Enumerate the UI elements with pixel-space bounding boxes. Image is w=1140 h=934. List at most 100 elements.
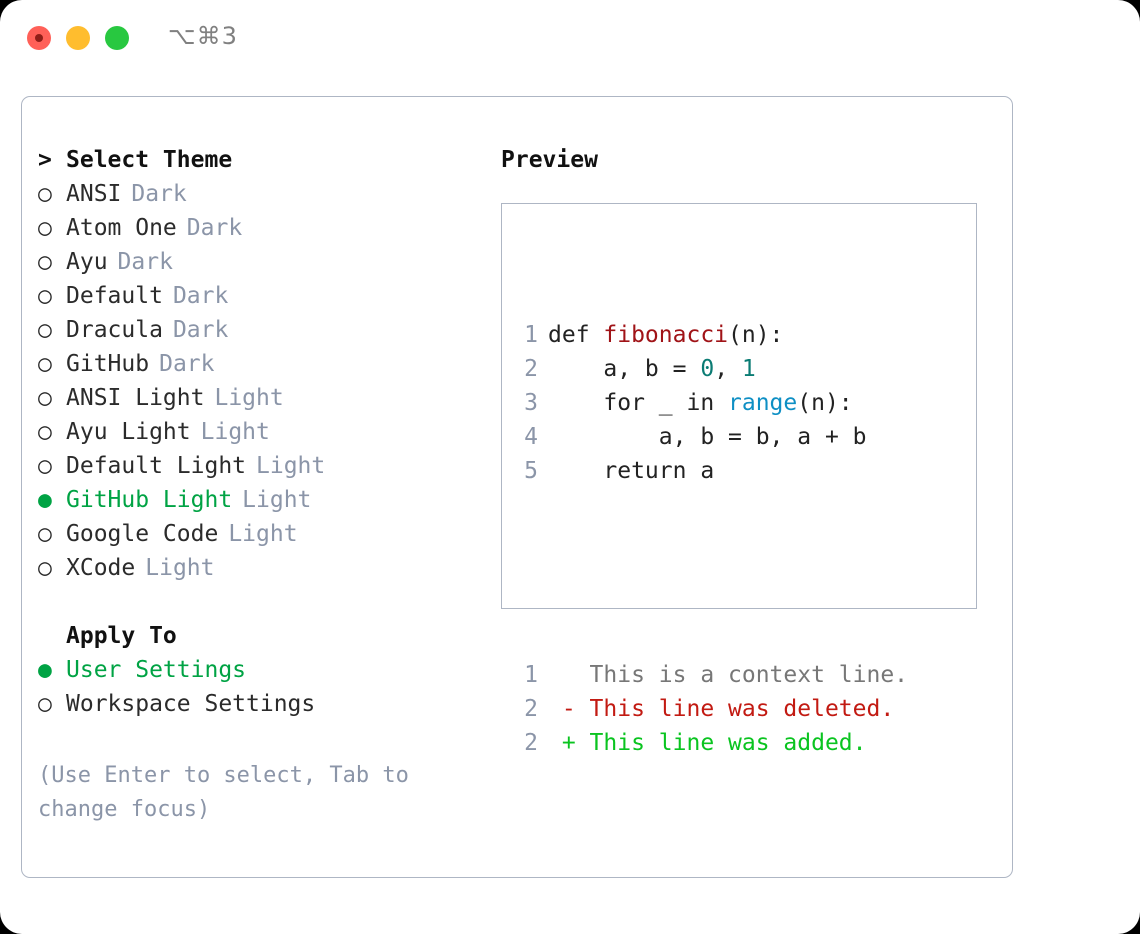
line-number: 4 <box>524 424 538 450</box>
title-bar: ⌥⌘3 <box>0 0 1140 78</box>
theme-name-label: Ayu Light <box>66 419 191 445</box>
theme-variant-badge: Light <box>242 487 312 513</box>
code-token: for _ in <box>548 390 729 416</box>
code-token: a, b = <box>548 356 701 382</box>
radio-unselected-icon[interactable]: ○ <box>38 317 52 343</box>
theme-list-item[interactable]: ○ Atom One Dark <box>38 215 498 249</box>
select-theme-title: Select Theme <box>66 147 233 173</box>
close-button-icon[interactable] <box>27 26 51 50</box>
diff-line-text: + This line was added. <box>548 730 867 756</box>
radio-unselected-icon[interactable]: ○ <box>38 419 52 445</box>
theme-variant-badge: Light <box>200 419 270 445</box>
theme-name-label: Default <box>66 283 163 309</box>
line-number: 2 <box>524 356 538 382</box>
apply-to-option[interactable]: ○Workspace Settings <box>38 691 498 725</box>
theme-list-item[interactable]: ○ Ayu Light Light <box>38 419 498 453</box>
radio-selected-icon[interactable]: ● <box>38 657 52 683</box>
theme-variant-badge: Dark <box>131 181 187 207</box>
diff-line-text: This is a context line. <box>548 662 909 688</box>
line-number: 2 <box>524 696 538 722</box>
theme-name-label: GitHub <box>66 351 150 377</box>
line-number: 3 <box>524 390 538 416</box>
radio-unselected-icon[interactable]: ○ <box>38 181 52 207</box>
select-theme-header: > Select Theme <box>38 147 498 181</box>
line-number: 5 <box>524 458 538 484</box>
theme-name-label: XCode <box>66 555 136 581</box>
diff-sample: 1 This is a context line.2 - This line w… <box>516 658 908 760</box>
code-line: 5 return a <box>516 454 908 488</box>
radio-unselected-icon[interactable]: ○ <box>38 691 52 717</box>
diff-line: 1 This is a context line. <box>516 658 908 692</box>
keyboard-shortcut-label: ⌥⌘3 <box>168 22 238 50</box>
code-token: 1 <box>741 356 756 382</box>
theme-list-item[interactable]: ○ ANSI Dark <box>38 181 498 215</box>
theme-list-item[interactable]: ○ Google Code Light <box>38 521 498 555</box>
theme-variant-badge: Dark <box>172 283 229 309</box>
minimize-button-icon[interactable] <box>66 26 90 50</box>
code-token: a, b = b, a + b <box>548 424 867 450</box>
radio-unselected-icon[interactable]: ○ <box>38 215 52 241</box>
theme-name-label: ANSI Light <box>66 385 205 411</box>
theme-name-label: ANSI <box>66 181 122 207</box>
theme-list-item[interactable]: ○ Dracula Dark <box>38 317 498 351</box>
code-line: 2 a, b = 0, 1 <box>516 352 908 386</box>
diff-line: 2 - This line was deleted. <box>516 692 908 726</box>
theme-variant-badge: Light <box>145 555 215 581</box>
apply-to-indent <box>38 623 66 649</box>
line-number: 1 <box>524 662 538 688</box>
theme-variant-badge: Light <box>256 453 326 479</box>
theme-name-label: Google Code <box>66 521 219 547</box>
radio-unselected-icon[interactable]: ○ <box>38 283 52 309</box>
theme-list-item[interactable]: ○ Default Dark <box>38 283 498 317</box>
diff-line-text: - This line was deleted. <box>548 696 895 722</box>
radio-unselected-icon[interactable]: ○ <box>38 521 52 547</box>
theme-variant-badge: Dark <box>186 215 243 241</box>
code-token: return a <box>548 458 715 484</box>
radio-unselected-icon[interactable]: ○ <box>38 385 52 411</box>
code-token: fibonacci <box>603 322 729 348</box>
maximize-button-icon[interactable] <box>105 26 129 50</box>
radio-selected-icon[interactable]: ● <box>38 487 52 513</box>
line-number: 2 <box>524 730 538 756</box>
theme-name-label: Dracula <box>66 317 163 343</box>
code-token: 0 <box>700 356 715 382</box>
theme-list-item[interactable]: ● GitHub Light Light <box>38 487 498 521</box>
apply-to-option[interactable]: ● User Settings <box>38 657 498 691</box>
theme-name-label: Atom One <box>66 215 177 241</box>
theme-list-item[interactable]: ○ Ayu Dark <box>38 249 498 283</box>
apply-to-list: ● User Settings ○Workspace Settings <box>38 657 498 725</box>
diff-line: 2 + This line was added. <box>516 726 908 760</box>
code-token: range <box>728 390 798 416</box>
theme-variant-badge: Dark <box>172 317 229 343</box>
radio-unselected-icon[interactable]: ○ <box>38 351 52 377</box>
code-token: (n): <box>797 390 853 416</box>
theme-variant-badge: Light <box>214 385 284 411</box>
code-token: (n): <box>728 322 784 348</box>
radio-unselected-icon[interactable]: ○ <box>38 555 52 581</box>
code-line: 4 a, b = b, a + b <box>516 420 908 454</box>
theme-variant-badge: Dark <box>117 249 173 275</box>
theme-variant-badge: Light <box>228 521 298 547</box>
caret-icon: > <box>38 147 52 173</box>
theme-name-label: Ayu <box>66 249 108 275</box>
radio-unselected-icon[interactable]: ○ <box>38 249 52 275</box>
apply-to-option-label: User Settings <box>66 657 247 683</box>
theme-name-label: GitHub Light <box>66 487 233 513</box>
preview-title: Preview <box>501 147 598 173</box>
theme-list-item[interactable]: ○ XCode Light <box>38 555 498 589</box>
code-token: def <box>548 322 604 348</box>
code-gap <box>516 556 908 590</box>
radio-unselected-icon[interactable]: ○ <box>38 453 52 479</box>
theme-list-item[interactable]: ○ ANSI Light Light <box>38 385 498 419</box>
traffic-lights <box>27 26 129 50</box>
apply-to-title: Apply To <box>66 623 177 649</box>
